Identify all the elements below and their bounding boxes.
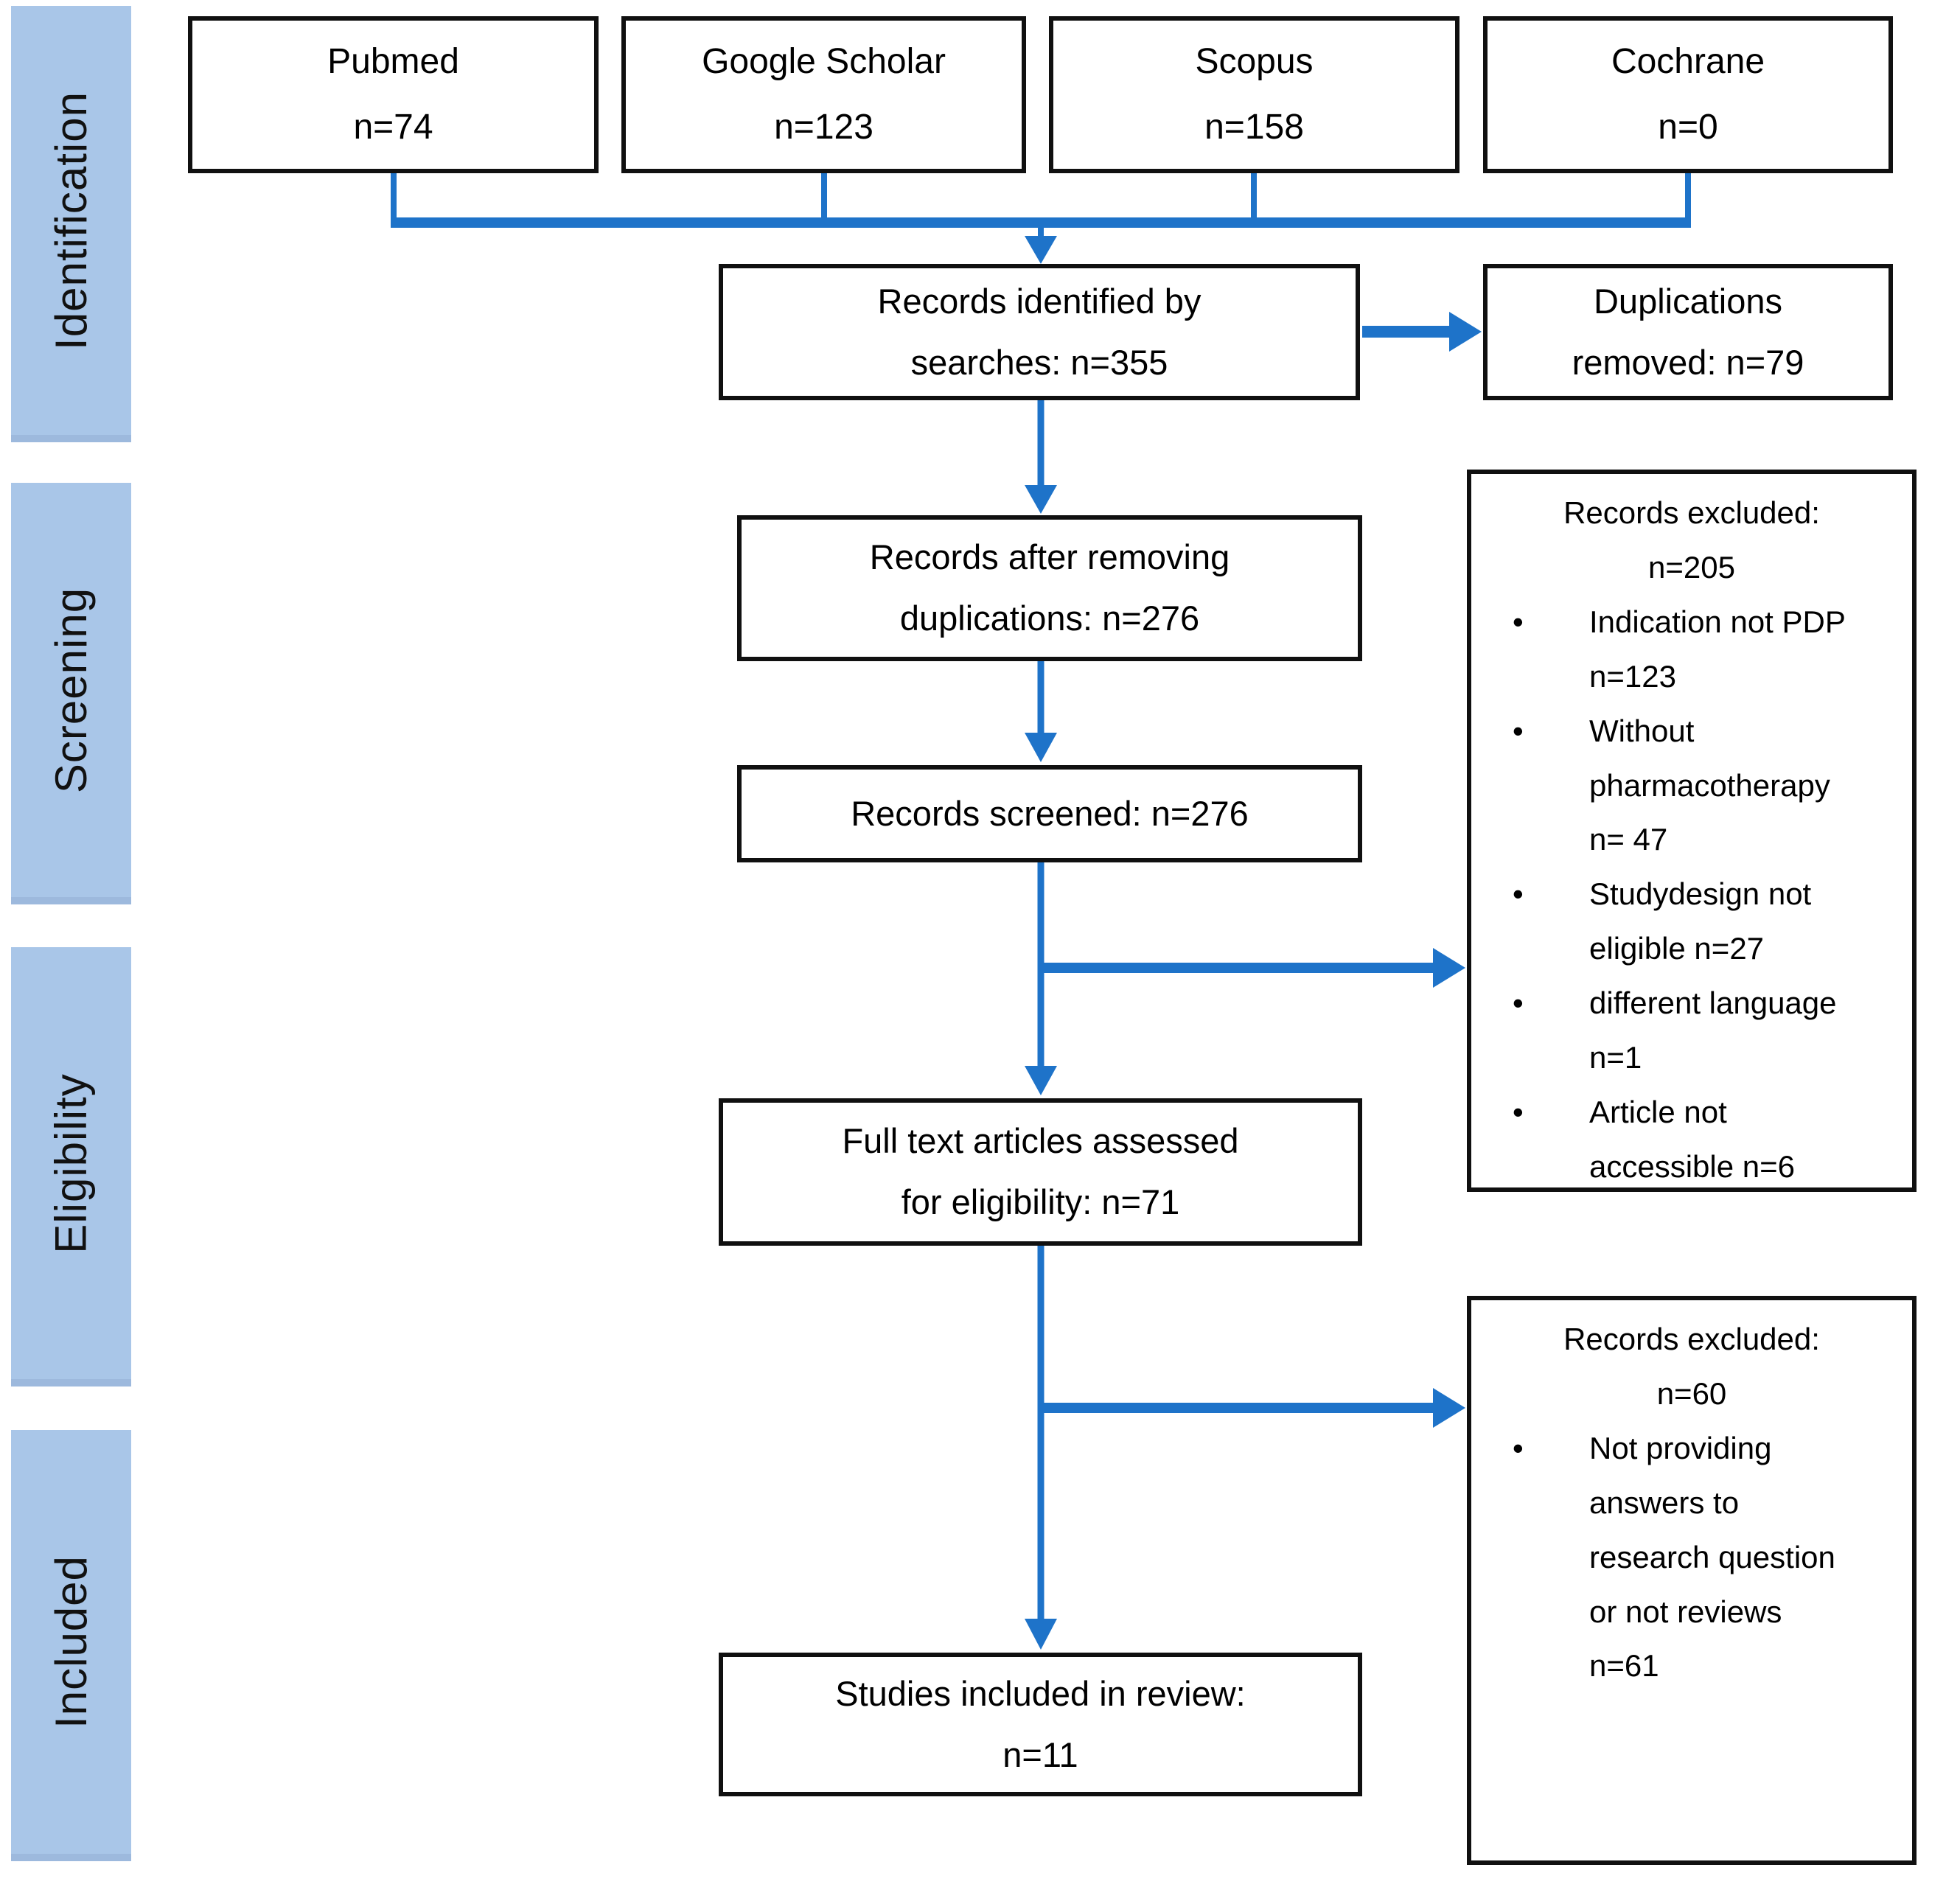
source-name: Google Scholar (702, 41, 946, 81)
records-after-removing-box: Records after removing duplications: n=2… (737, 515, 1362, 661)
source-box-google-scholar: Google Scholar n=123 (621, 16, 1026, 173)
reason-line: eligible n=27 (1589, 931, 1765, 966)
reason-line: Not providing (1589, 1430, 1772, 1465)
duplications-removed-line-2: removed: n=79 (1572, 342, 1804, 382)
excluded-eligibility-reason-list: Not providing answers to research questi… (1485, 1421, 1899, 1694)
reason-line: n=1 (1589, 1040, 1642, 1075)
excluded-eligibility-title: Records excluded: (1563, 1322, 1820, 1356)
records-identified-line-2: searches: n=355 (910, 342, 1168, 382)
source-count: n=123 (774, 107, 873, 147)
reason-line: Indication not PDP (1589, 604, 1846, 639)
reason-line: answers to (1589, 1485, 1740, 1520)
reason-line: n=61 (1589, 1648, 1659, 1684)
stage-band-included: Included (11, 1430, 131, 1861)
arrowhead-to-fulltext (1025, 1066, 1057, 1095)
reason-line: Article not (1589, 1094, 1727, 1129)
records-identified-line-1: Records identified by (877, 281, 1202, 321)
stage-label-eligibility: Eligibility (46, 1072, 97, 1254)
stage-label-identification: Identification (46, 91, 97, 350)
reason-line: or not reviews (1589, 1594, 1782, 1629)
source-count: n=0 (1658, 107, 1718, 147)
source-box-cochrane: Cochrane n=0 (1483, 16, 1893, 173)
source-count: n=158 (1204, 107, 1304, 147)
source-box-scopus: Scopus n=158 (1049, 16, 1459, 173)
studies-included-box: Studies included in review: n=11 (719, 1653, 1362, 1796)
source-name: Pubmed (327, 41, 459, 81)
records-screened-line-1: Records screened: n=276 (851, 793, 1249, 833)
reason-line: Without (1589, 713, 1695, 748)
records-excluded-eligibility-box: Records excluded: n=60 Not providing ans… (1467, 1296, 1917, 1865)
excluded-reason-not-accessible: Article not accessible n=6 (1485, 1085, 1899, 1194)
duplications-removed-line-1: Duplications (1593, 281, 1783, 321)
excluded-screening-count: n=205 (1648, 549, 1735, 585)
studies-included-line-1: Studies included in review: (835, 1673, 1246, 1713)
arrowhead-to-duplications (1449, 312, 1482, 352)
duplications-removed-box: Duplications removed: n=79 (1483, 264, 1893, 400)
excluded-screening-reason-list: Indication not PDP n=123 Without pharmac… (1485, 595, 1899, 1194)
full-text-line-1: Full text articles assessed (842, 1121, 1239, 1161)
excluded-reason-not-answering: Not providing answers to research questi… (1485, 1421, 1899, 1694)
excluded-reason-indication: Indication not PDP n=123 (1485, 595, 1899, 704)
records-identified-box: Records identified by searches: n=355 (719, 264, 1360, 400)
full-text-assessed-box: Full text articles assessed for eligibil… (719, 1098, 1362, 1246)
source-name: Scopus (1195, 41, 1314, 81)
arrowhead-to-excluded-screening (1433, 948, 1465, 988)
stage-band-identification: Identification (11, 6, 131, 442)
reason-line: research question (1589, 1539, 1835, 1574)
arrowhead-to-identified (1025, 236, 1057, 264)
reason-line: Studydesign not (1589, 876, 1812, 912)
excluded-eligibility-count: n=60 (1656, 1375, 1727, 1411)
source-box-pubmed: Pubmed n=74 (188, 16, 599, 173)
source-count: n=74 (353, 107, 433, 147)
excluded-reason-language: different language n=1 (1485, 976, 1899, 1085)
arrowhead-to-excluded-eligibility (1433, 1388, 1465, 1428)
reason-line: n=123 (1589, 658, 1676, 694)
after-removing-line-2: duplications: n=276 (899, 599, 1200, 638)
full-text-line-2: for eligibility: n=71 (901, 1182, 1180, 1221)
excluded-reason-studydesign: Studydesign not eligible n=27 (1485, 867, 1899, 976)
records-excluded-screening-box: Records excluded: n=205 Indication not P… (1467, 470, 1917, 1192)
excluded-screening-title: Records excluded: (1563, 495, 1820, 530)
arrowhead-to-after-removing (1025, 485, 1057, 514)
stage-label-included: Included (46, 1555, 97, 1729)
stage-band-eligibility: Eligibility (11, 947, 131, 1387)
reason-line: pharmacotherapy (1589, 767, 1830, 803)
reason-line: accessible n=6 (1589, 1148, 1796, 1184)
reason-line: different language (1589, 986, 1837, 1021)
reason-line: n= 47 (1589, 822, 1668, 857)
records-screened-box: Records screened: n=276 (737, 765, 1362, 862)
stage-band-screening: Screening (11, 483, 131, 904)
arrowhead-to-included (1025, 1619, 1057, 1650)
source-name: Cochrane (1611, 41, 1765, 81)
studies-included-line-2: n=11 (1002, 1734, 1078, 1774)
after-removing-line-1: Records after removing (869, 537, 1230, 577)
excluded-reason-pharmacotherapy: Without pharmacotherapy n= 47 (1485, 704, 1899, 868)
arrowhead-to-screened (1025, 733, 1057, 762)
stage-label-screening: Screening (46, 587, 96, 793)
